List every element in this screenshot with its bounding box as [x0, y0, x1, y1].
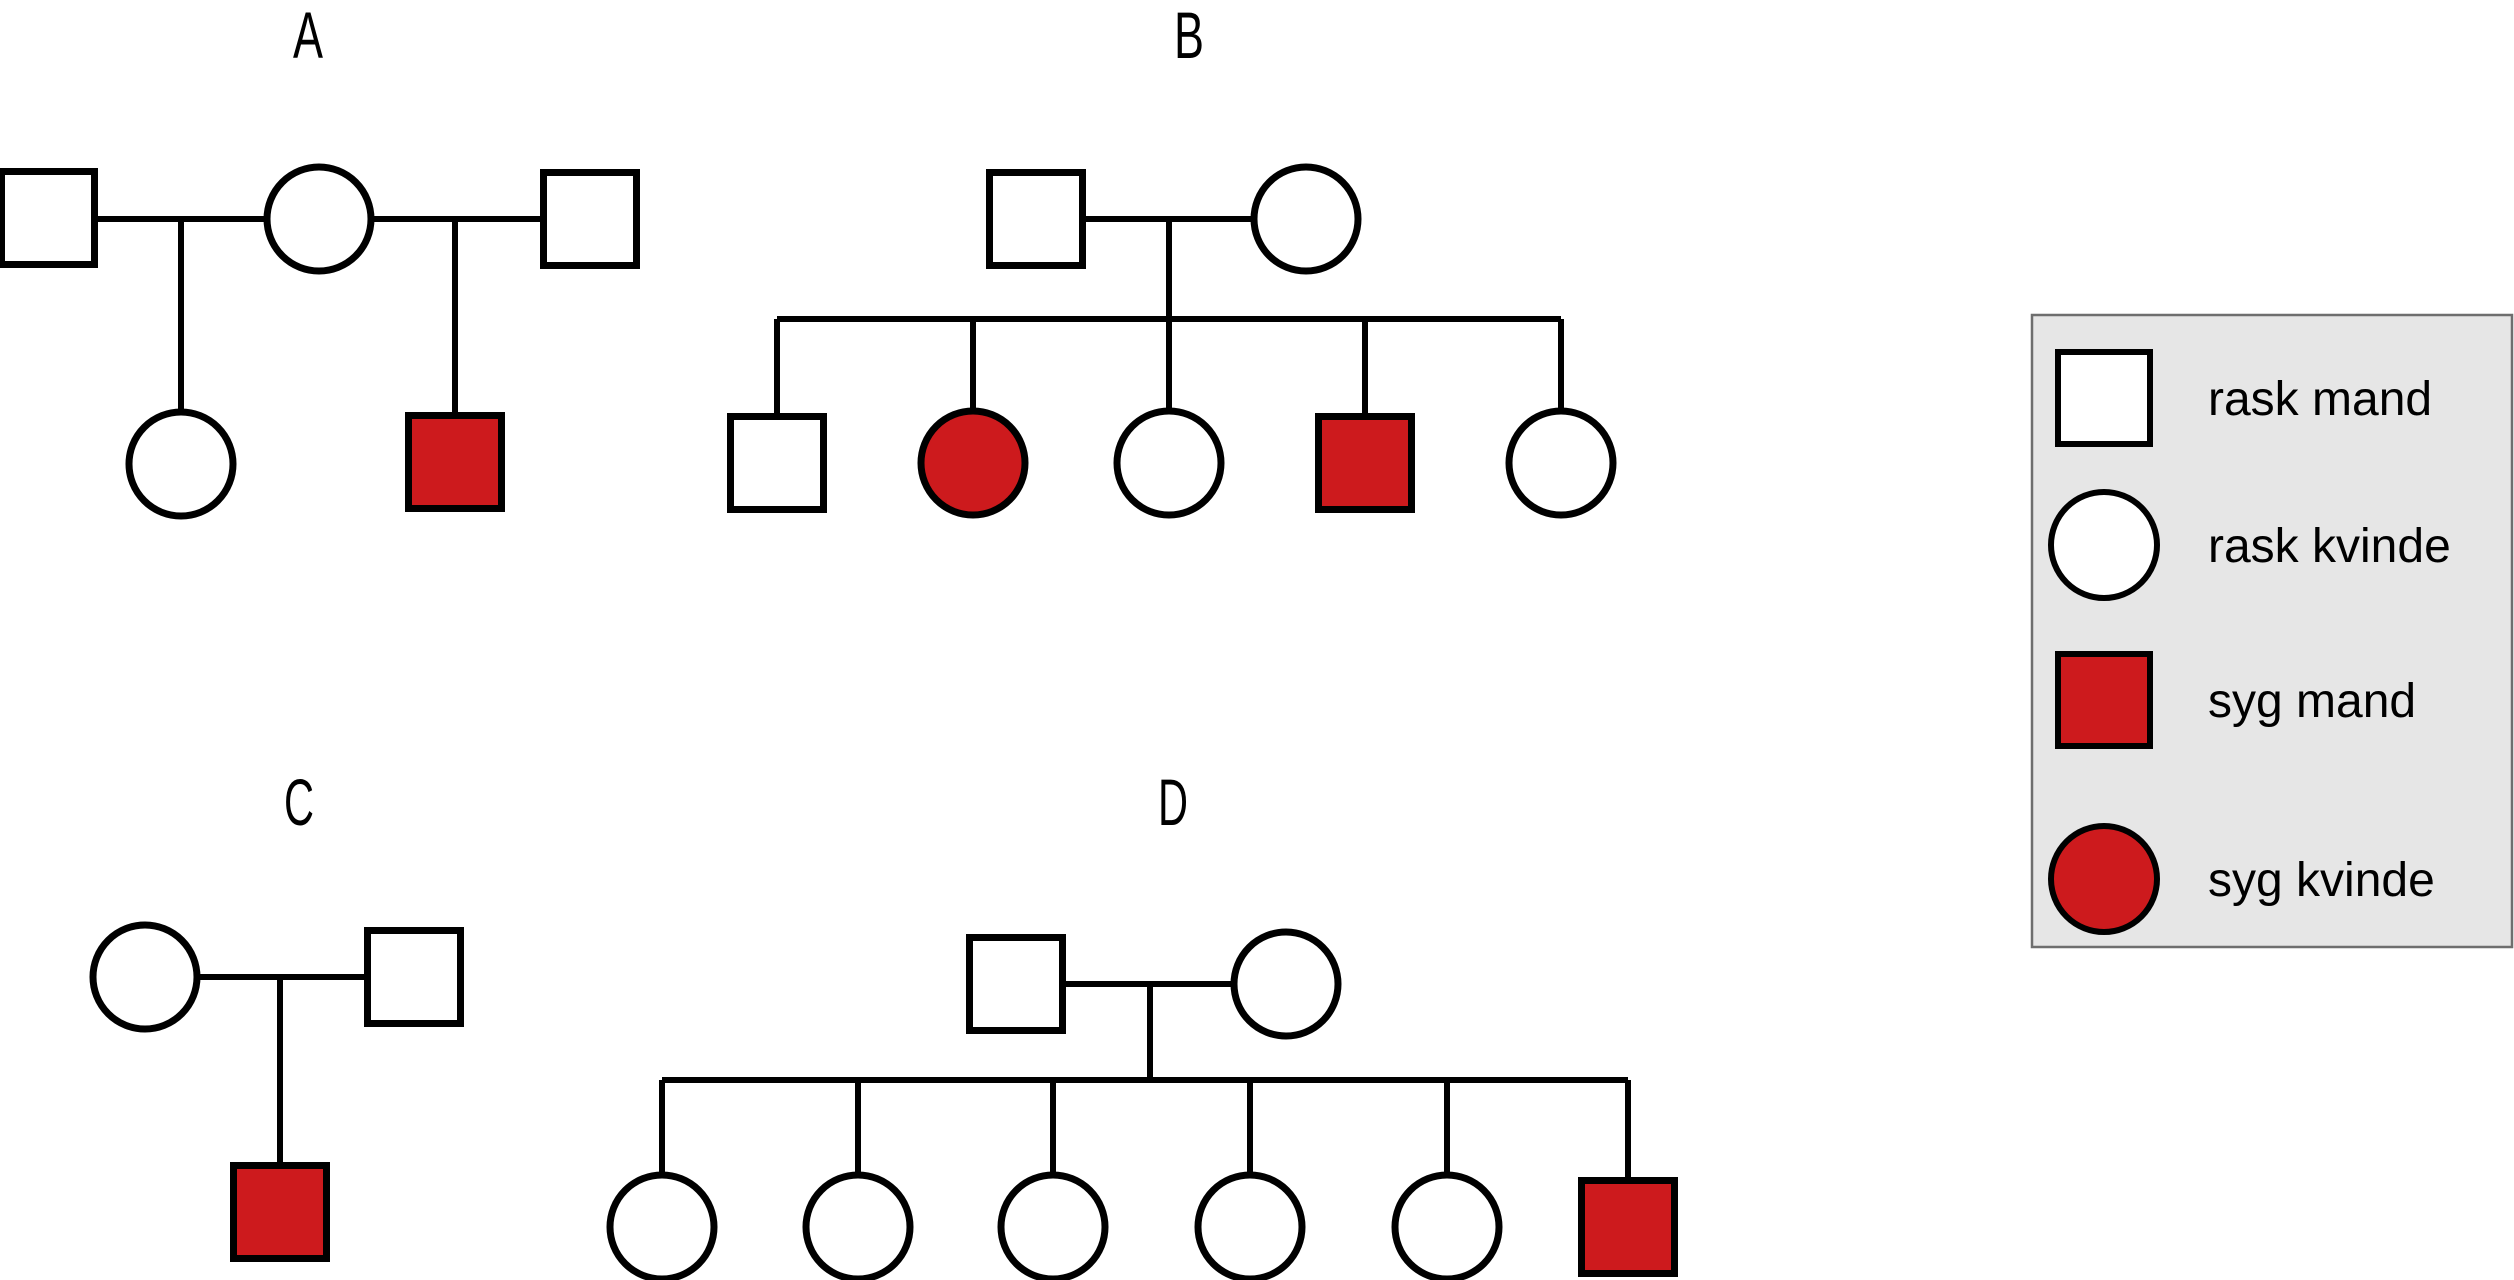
pedigree-b-son-1: [727, 413, 827, 513]
pedigree-a-son-affected: [405, 412, 505, 512]
pedigree-b-son-4-affected: [1315, 413, 1415, 513]
pedigree-b-mother: [1250, 163, 1362, 275]
legend-label-syg-mand: syg mand: [2208, 675, 2416, 728]
pedigree-d-daughter-3: [997, 1171, 1109, 1280]
pedigree-label-d: D: [1158, 765, 1188, 839]
pedigree-a-father-2: [540, 169, 640, 269]
pedigree-d-father: [966, 934, 1066, 1034]
legend-symbol-syg-mand: [2055, 651, 2153, 749]
legend-symbol-rask-kvinde: [2048, 489, 2160, 601]
pedigree-d-daughter-1: [606, 1171, 718, 1280]
pedigree-label-c: C: [284, 765, 314, 839]
pedigree-b-father: [986, 169, 1086, 269]
pedigree-d-son-6-affected: [1578, 1177, 1678, 1277]
pedigree-b: B: [727, 0, 1617, 519]
legend: rask mand rask kvinde syg mand syg kvinde: [2030, 313, 2514, 949]
pedigree-c: C: [89, 765, 464, 1262]
legend-symbol-rask-mand: [2055, 349, 2153, 447]
pedigree-a-daughter: [125, 408, 237, 520]
pedigree-a-mother: [263, 163, 375, 275]
pedigree-d-daughter-2: [802, 1171, 914, 1280]
pedigree-label-b: B: [1174, 0, 1204, 72]
pedigree-a-father-1: [0, 168, 98, 268]
pedigree-c-son-affected: [230, 1162, 330, 1262]
legend-label-rask-kvinde: rask kvinde: [2208, 520, 2451, 573]
pedigree-d-daughter-5: [1391, 1171, 1503, 1280]
pedigree-d: D: [606, 765, 1678, 1280]
pedigree-d-daughter-4: [1194, 1171, 1306, 1280]
legend-label-syg-kvinde: syg kvinde: [2208, 854, 2435, 907]
legend-symbol-syg-kvinde: [2048, 823, 2160, 935]
legend-label-rask-mand: rask mand: [2208, 373, 2432, 426]
pedigree-c-mother: [89, 921, 201, 1033]
pedigree-d-mother: [1230, 928, 1342, 1040]
pedigree-b-daughter-3: [1113, 407, 1225, 519]
pedigree-label-a: A: [293, 0, 323, 72]
pedigree-b-daughter-5: [1505, 407, 1617, 519]
pedigree-c-father: [364, 927, 464, 1027]
pedigree-b-daughter-2-affected: [917, 407, 1029, 519]
pedigree-a: A: [0, 0, 640, 520]
